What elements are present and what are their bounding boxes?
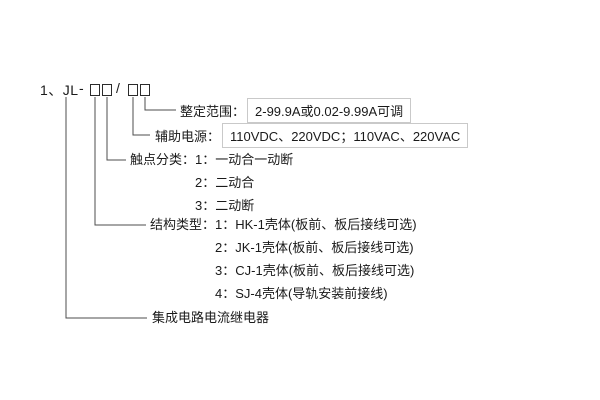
contact-class-item: 2：二动合 (195, 175, 255, 190)
row-aux-power: 辅助电源： 110VDC、220VDC；110VAC、220VAC (155, 122, 469, 148)
connector-aux-power (132, 97, 150, 136)
connector-contact-class (106, 97, 126, 161)
contact-class-item: 1：一动合一动断 (195, 152, 294, 167)
structure-type-item: 2：JK-1壳体(板前、板后接线可选) (215, 240, 414, 255)
setting-range-value: 2-99.9A或0.02-9.99A可调 (247, 97, 412, 123)
structure-type-item: 1：HK-1壳体(板前、板后接线可选) (215, 217, 417, 232)
contact-class-item: 3：二动断 (195, 198, 255, 213)
product-name-label: 集成电路电流继电器 (152, 310, 270, 325)
contact-class-items: 1：一动合一动断 2：二动合 3：二动断 (195, 148, 293, 217)
digit-box-2 (102, 84, 112, 96)
structure-type-item: 3：CJ-1壳体(板前、板后接线可选) (215, 263, 415, 278)
digit-box-4 (140, 84, 150, 96)
row-setting-range: 整定范围： 2-99.9A或0.02-9.99A可调 (180, 97, 412, 123)
structure-type-item: 4：SJ-4壳体(导轨安装前接线) (215, 286, 388, 301)
connector-setting-range (144, 97, 176, 111)
setting-range-label: 整定范围： (180, 103, 246, 119)
digit-box-3 (128, 84, 138, 96)
structure-type-label: 结构类型： (150, 217, 216, 232)
row-structure-type: 结构类型： 1：HK-1壳体(板前、板后接线可选) 2：JK-1壳体(板前、板后… (150, 213, 417, 305)
model-prefix: 1、JL (40, 82, 79, 98)
row-product-name: 集成电路电流继电器 (152, 310, 269, 326)
row-contact-class: 触点分类： 1：一动合一动断 2：二动合 3：二动断 (130, 148, 293, 217)
model-slash: / (116, 80, 121, 96)
aux-power-label: 辅助电源： (155, 128, 221, 144)
connector-product-name (65, 97, 147, 319)
digit-box-1 (90, 84, 100, 96)
connector-structure-type (94, 97, 146, 226)
structure-type-items: 1：HK-1壳体(板前、板后接线可选) 2：JK-1壳体(板前、板后接线可选) … (215, 213, 417, 305)
contact-class-label: 触点分类： (130, 152, 196, 167)
aux-power-value: 110VDC、220VDC；110VAC、220VAC (222, 122, 469, 148)
model-dash: - (79, 80, 85, 96)
